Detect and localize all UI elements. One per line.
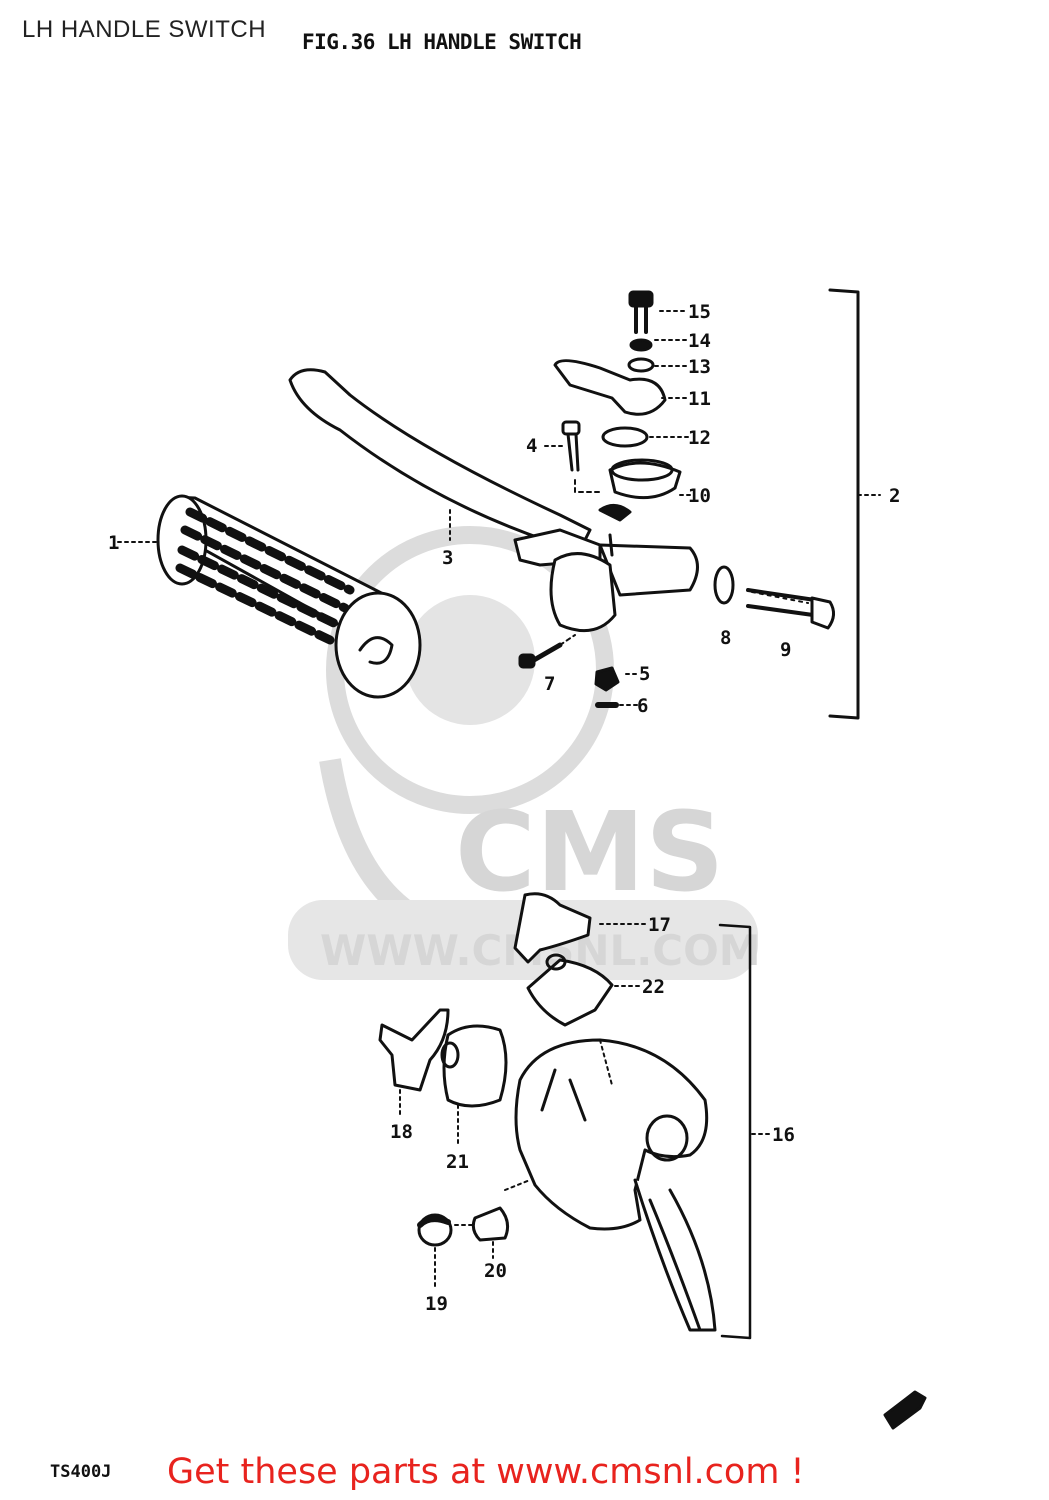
callout-17: 17 (648, 914, 671, 936)
callout-13: 13 (688, 356, 711, 378)
screw-7 (518, 634, 576, 669)
callout-8: 8 (720, 627, 731, 649)
grip (156, 494, 422, 699)
callout-12: 12 (688, 427, 711, 449)
callout-2: 2 (889, 485, 900, 507)
callout-14: 14 (688, 330, 711, 352)
callout-11: 11 (688, 388, 711, 410)
callout-18: 18 (390, 1121, 413, 1143)
callout-3: 3 (442, 547, 453, 569)
bracket-2 (828, 288, 881, 720)
callout-20: 20 (484, 1260, 507, 1282)
callout-5: 5 (639, 663, 650, 685)
front-arrow-icon (883, 1390, 927, 1430)
callout-10: 10 (688, 485, 711, 507)
callout-9: 9 (780, 639, 791, 661)
callout-16: 16 (772, 1124, 795, 1146)
adjuster-stack (553, 290, 682, 522)
callout-7: 7 (544, 673, 555, 695)
watermark-logo-text: CMS (455, 788, 724, 916)
nut-and-washer (594, 666, 620, 708)
page-title: LH HANDLE SWITCH (22, 16, 267, 43)
callout-4: 4 (526, 435, 537, 457)
screw-4 (561, 420, 601, 493)
leader-lines-bottom (399, 923, 771, 1291)
footer-parts-link[interactable]: Get these parts at www.cmsnl.com ! (167, 1452, 805, 1492)
leader-lines-top (117, 310, 691, 706)
bracket-16 (718, 923, 752, 1340)
callout-22: 22 (642, 976, 665, 998)
callout-1: 1 (108, 532, 119, 554)
callout-6: 6 (637, 695, 648, 717)
callout-labels: 1 2 3 4 5 6 7 8 9 10 11 12 13 14 15 16 1… (108, 301, 900, 1315)
callout-15: 15 (688, 301, 711, 323)
callout-21: 21 (446, 1151, 469, 1173)
lever-holder (549, 533, 699, 633)
figure-title: FIG.36 LH HANDLE SWITCH (302, 30, 582, 54)
switch-assembly (378, 892, 717, 1332)
callout-19: 19 (425, 1293, 448, 1315)
pivot-bolt (713, 565, 835, 630)
model-code: TS400J (50, 1462, 112, 1482)
